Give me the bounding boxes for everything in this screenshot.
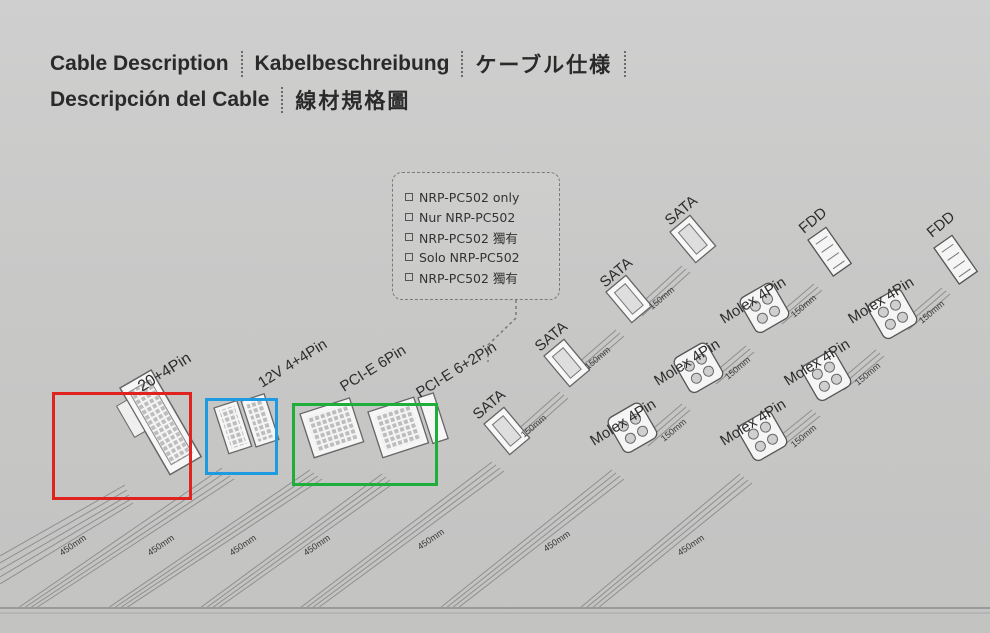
exclusive-note-box: NRP-PC502 only Nur NRP-PC502 NRP-PC502 獨… — [392, 172, 560, 300]
length-label: 450mm — [302, 533, 332, 558]
length-label: 150mm — [789, 423, 818, 450]
length-label: 450mm — [146, 533, 176, 558]
cable-pcie-62 — [199, 473, 395, 609]
title-divider — [624, 51, 627, 77]
molex-connector — [737, 410, 788, 462]
title-german: Kabelbeschreibung — [254, 52, 450, 75]
title-divider — [461, 51, 464, 77]
fdd-connector — [933, 234, 979, 285]
molex-connector — [607, 402, 658, 454]
length-label: 150mm — [519, 413, 548, 440]
sata-connector — [605, 274, 653, 324]
bullet-square-icon — [405, 193, 413, 201]
molex-connector — [801, 350, 852, 402]
label-pcie-6: PCI-E 6Pin — [337, 342, 409, 396]
length-label: 450mm — [416, 527, 446, 552]
title-divider — [240, 51, 243, 77]
cable-cpu — [17, 467, 235, 609]
molex-connector — [867, 288, 918, 340]
molex-connector — [739, 282, 790, 334]
sata-connector — [543, 338, 591, 388]
label-pcie-62: PCI-E 6+2Pin — [413, 339, 499, 402]
title-row-2: Descripción del Cable 線材規格圖 — [50, 82, 638, 118]
note-item: NRP-PC502 only — [405, 187, 559, 207]
cable-molex-chain-a — [439, 283, 823, 609]
title-block: Cable Description Kabelbeschreibung ケーブル… — [50, 46, 638, 118]
length-label: 450mm — [228, 533, 258, 558]
length-label: 150mm — [853, 361, 882, 388]
sata-connector — [669, 214, 717, 264]
title-chinese: 線材規格圖 — [295, 89, 411, 113]
length-label: 150mm — [789, 293, 818, 320]
title-divider — [281, 87, 284, 113]
note-item: NRP-PC502 獨有 — [405, 227, 559, 247]
pcie-62pin-connector — [367, 392, 449, 459]
title-japanese: ケーブル仕様 — [475, 53, 613, 77]
highlight-box-atx — [52, 392, 192, 500]
label-atx: 20+4Pin — [135, 350, 194, 396]
cable-pcie-6 — [107, 469, 323, 609]
length-label: 150mm — [583, 345, 612, 372]
title-spanish: Descripción del Cable — [50, 88, 270, 111]
length-label: 150mm — [647, 285, 676, 312]
atx-connector — [115, 368, 203, 476]
note-item: Solo NRP-PC502 — [405, 247, 559, 267]
title-english: Cable Description — [50, 52, 229, 75]
bullet-square-icon — [405, 253, 413, 261]
note-leader-line — [487, 300, 517, 362]
length-label: 450mm — [58, 533, 88, 558]
pcie-6pin-connector — [299, 397, 365, 459]
cable-bundles — [0, 265, 990, 614]
length-label: 450mm — [542, 529, 572, 554]
title-row-1: Cable Description Kabelbeschreibung ケーブル… — [50, 46, 638, 82]
cpu-connector — [213, 393, 280, 455]
bullet-square-icon — [405, 213, 413, 221]
sata-connector — [483, 406, 531, 456]
highlight-box-cpu — [205, 398, 278, 475]
note-item: Nur NRP-PC502 — [405, 207, 559, 227]
molex-connector — [673, 342, 724, 394]
bullet-square-icon — [405, 273, 413, 281]
note-item: NRP-PC502 獨有 — [405, 267, 559, 287]
bullet-square-icon — [405, 233, 413, 241]
fdd-connector — [807, 226, 853, 277]
label-cpu: 12V 4+4Pin — [255, 336, 330, 392]
cable-atx — [0, 484, 134, 585]
highlight-box-pcie — [292, 403, 438, 486]
